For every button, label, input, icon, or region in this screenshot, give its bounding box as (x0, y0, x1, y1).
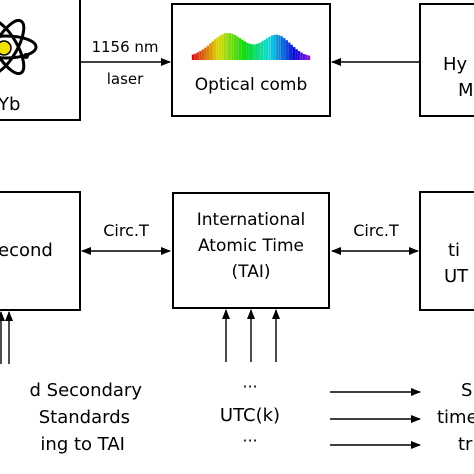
hydrogen-maser-label-line1: Hy (443, 54, 468, 75)
atom-label: Yb (0, 94, 20, 115)
optical-comb-label: Optical comb (195, 75, 308, 95)
bottom-right-line1: S (461, 380, 472, 401)
hydrogen-maser-box: Hy M (419, 3, 474, 117)
laser-label: laser (107, 70, 144, 88)
hydrogen-maser-label-line2: M (458, 80, 474, 101)
atom-nucleus (0, 40, 12, 56)
optical-comb-box: Optical comb (171, 3, 331, 117)
tai-label-line2: Atomic Time (198, 236, 304, 256)
circ-t-left-label: Circ.T (103, 221, 149, 240)
bottom-left-line2: Standards (39, 407, 130, 428)
right-time-label-line1: ti (448, 240, 460, 261)
second-label: econd (0, 240, 53, 261)
circ-t-right-label: Circ.T (353, 221, 399, 240)
atom-icon (0, 18, 38, 76)
bottom-left-line1: d Secondary (30, 380, 143, 401)
laser-wavelength-label: 1156 nm (91, 38, 158, 56)
tai-label-line3: (TAI) (232, 262, 271, 282)
tai-label-line1: International (197, 210, 306, 230)
comb-spectrum (191, 33, 311, 60)
bottom-right-line2: time (437, 407, 474, 428)
atom-box: Yb (0, 0, 81, 121)
bottom-right-line3: tr (458, 434, 473, 455)
second-box: econd (0, 191, 81, 311)
bottom-middle-line1: ··· (242, 377, 257, 396)
right-time-box: ti UT (419, 191, 474, 311)
bottom-middle-line3: ··· (242, 431, 257, 450)
bottom-left-line3: ing to TAI (40, 434, 125, 455)
tai-box: International Atomic Time (TAI) (172, 192, 330, 309)
bottom-middle-line2: UTC(k) (220, 405, 280, 426)
right-time-label-line2: UT (444, 266, 469, 287)
